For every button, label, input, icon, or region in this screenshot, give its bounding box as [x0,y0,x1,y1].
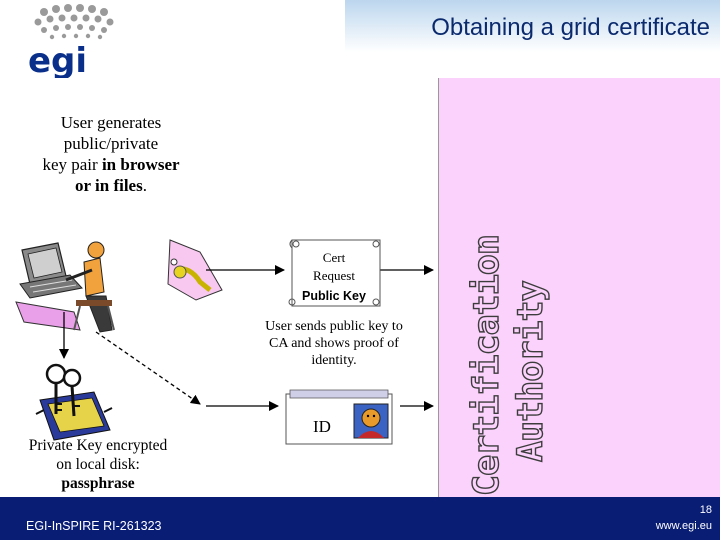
private-key-line1: Private Key encrypted [28,437,168,454]
certification-authority-panel [438,78,720,498]
private-key-text: Private Key encrypted on local disk: pas… [6,436,190,493]
user-generates-text: User generates public/private key pair i… [20,112,202,196]
user-generates-line3-plain: key pair [42,155,102,174]
id-card: ID [285,389,393,445]
private-key-icon [35,363,113,441]
user-generates-line2: public/private [63,134,159,153]
header-bar: Obtaining a grid certificate egi [0,0,720,88]
user-sends-text: User sends public key to CA and shows pr… [246,318,422,369]
user-generates-line1: User generates [60,113,162,132]
user-generates-line4-bold: or in files [75,176,143,195]
private-key-line2: on local disk: [56,456,140,473]
id-label: ID [313,417,331,436]
ca-label-certification: Certification [467,235,507,496]
cert-request-line2: Request [313,268,355,283]
footer-page-number: 18 [699,504,712,516]
user-generates-line4-end: . [142,176,147,195]
key-tag-icon [167,239,223,301]
ca-label-authority: Authority [511,280,551,462]
cert-request-scroll: Cert Request Public Key [288,239,381,307]
user-sends-line2: CA and shows proof of [269,336,399,351]
footer-url: www.egi.eu [655,520,712,532]
footer-project-id: EGI-InSPIRE RI-261323 [26,519,162,533]
header-gradient-band [345,0,720,52]
cert-request-line1: Cert [323,250,346,265]
egi-logo: egi [28,4,114,78]
footer-bar: EGI-InSPIRE RI-261323 18 www.egi.eu [0,497,720,540]
public-key-label: Public Key [302,289,366,303]
dashed-arrow-to-identity [95,331,201,405]
id-photo-icon [353,403,389,439]
slide-title: Obtaining a grid certificate [431,14,710,41]
private-key-line3: passphrase [61,475,135,492]
user-generates-line3-bold: in browser [101,155,180,174]
user-sends-line1: User sends public key to [265,319,403,334]
user-sends-line3: identity. [311,353,357,368]
user-at-computer-icon [15,241,115,333]
logo-text: egi [28,41,87,78]
